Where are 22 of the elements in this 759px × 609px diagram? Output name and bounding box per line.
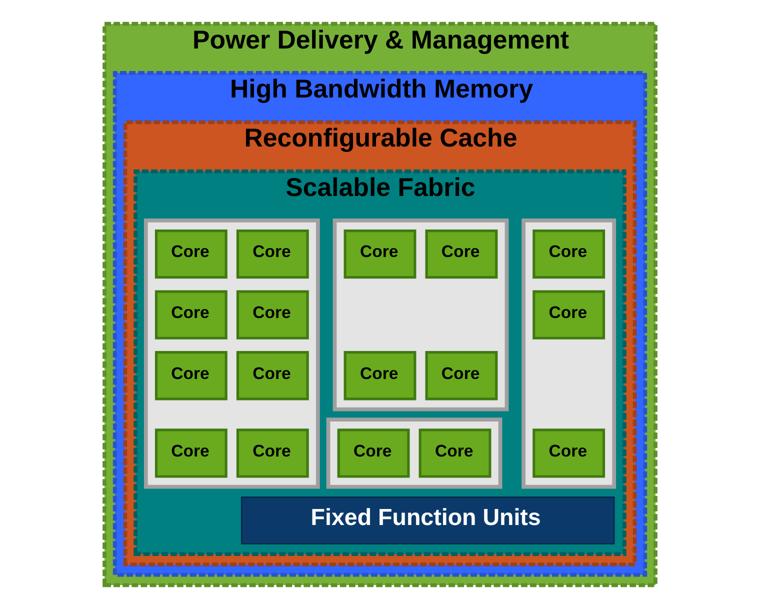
cluster xyxy=(143,218,320,489)
node-box: Core xyxy=(154,428,227,478)
cluster xyxy=(326,418,502,489)
node-box: Core xyxy=(424,351,498,400)
node-box: Core xyxy=(336,428,410,478)
cluster xyxy=(332,218,508,412)
node-box: Fixed Function Units xyxy=(240,496,614,544)
node-box: Core xyxy=(343,229,416,279)
cluster xyxy=(521,218,616,489)
node-box: Core xyxy=(236,351,308,400)
node-box: Core xyxy=(532,229,605,279)
node-box: Core xyxy=(236,229,308,279)
node-box: Core xyxy=(532,428,605,478)
node-box: Core xyxy=(418,428,491,478)
node-box: Core xyxy=(236,428,308,478)
node-box: Core xyxy=(424,229,498,279)
node-box: Core xyxy=(236,290,308,340)
node-box: Core xyxy=(154,351,227,400)
node-box: Core xyxy=(343,351,416,400)
node-box: Core xyxy=(532,290,605,340)
node-box: Core xyxy=(154,229,227,279)
node-box: Core xyxy=(154,290,227,340)
